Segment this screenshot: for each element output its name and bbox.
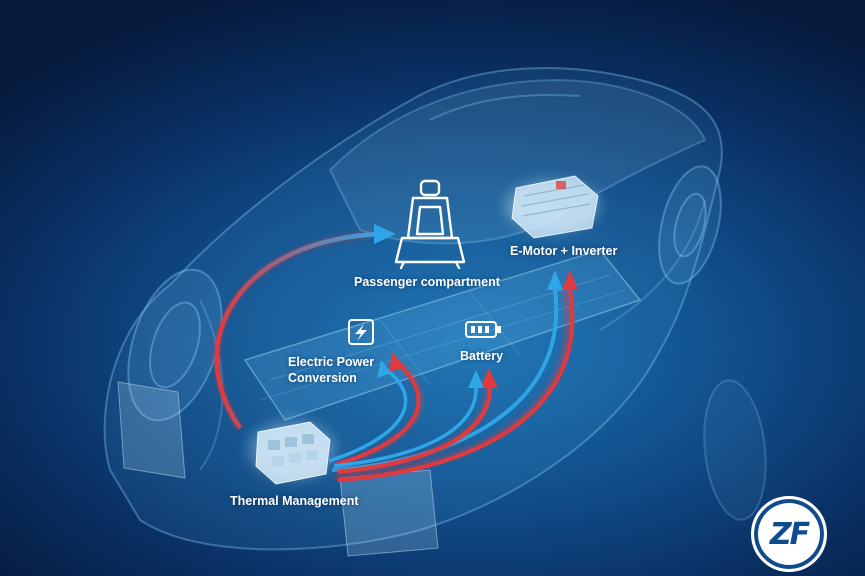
label-battery: Battery <box>460 349 504 363</box>
flow-arrow-to-passenger <box>214 224 396 430</box>
flow-arrow-to-epc <box>328 352 422 467</box>
label-passenger-compartment: Passenger compartment <box>354 275 500 289</box>
label-e-motor-inverter: E-Motor + Inverter <box>510 244 618 258</box>
battery-icon <box>465 321 501 338</box>
e-motor-component-icon <box>504 175 600 239</box>
battery-floor <box>243 249 642 421</box>
lightning-bolt-icon <box>348 319 374 345</box>
label-thermal-management: Thermal Management <box>230 494 359 508</box>
radiator-panels <box>117 381 439 557</box>
label-electric-power-conversion: Electric Power Conversion <box>288 354 374 386</box>
zf-logo-text: ZF <box>769 516 810 552</box>
car-wheels <box>127 165 767 521</box>
label-epc-line-1: Electric Power <box>288 355 375 369</box>
zf-logo: ZF <box>751 496 827 572</box>
label-epc-line-2: Conversion <box>288 371 357 385</box>
car-seat-icon <box>394 179 466 270</box>
flow-arrow-to-battery <box>333 368 498 474</box>
thermal-module-component-icon <box>248 420 336 485</box>
